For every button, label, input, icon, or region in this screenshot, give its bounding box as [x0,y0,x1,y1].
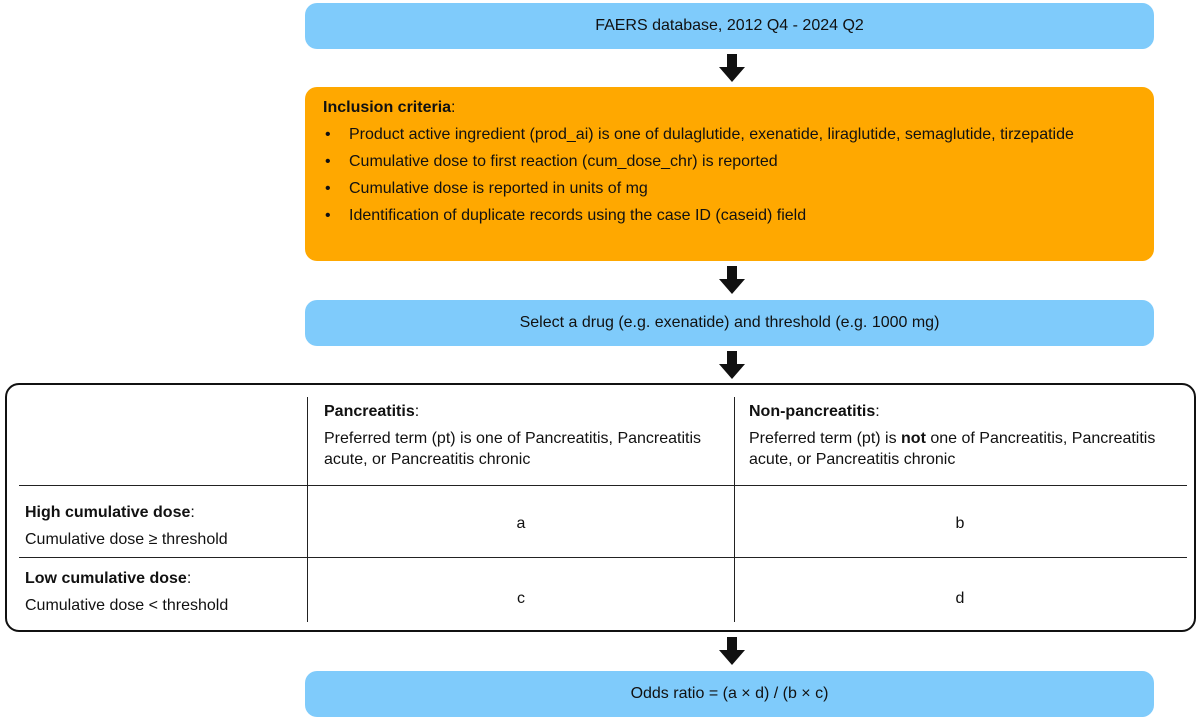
inclusion-criteria-item: Cumulative dose to first reaction (cum_d… [323,152,1136,171]
odds-ratio-box: Odds ratio = (a × d) / (b × c) [305,671,1154,717]
header-non-pancreatitis: Non-pancreatitis: Preferred term (pt) is… [749,401,1179,470]
odds-ratio-text: Odds ratio = (a × d) / (b × c) [630,685,829,702]
inclusion-criteria-item: Cumulative dose is reported in units of … [323,179,1136,198]
arrow-down-icon [719,351,745,379]
header-non-pancreatitis-desc: Preferred term (pt) is not one of Pancre… [749,430,1156,468]
cell-c: c [517,590,525,607]
inclusion-criteria-item: Identification of duplicate records usin… [323,206,1136,225]
faers-database-box: FAERS database, 2012 Q4 - 2024 Q2 [305,3,1154,49]
arrow-down-icon [719,266,745,294]
select-drug-box: Select a drug (e.g. exenatide) and thres… [305,300,1154,346]
select-drug-text: Select a drug (e.g. exenatide) and thres… [519,314,940,331]
contingency-table: Pancreatitis: Preferred term (pt) is one… [5,383,1196,632]
cell-a: a [516,515,526,532]
arrow-down-icon [719,54,745,82]
inclusion-criteria-list: Product active ingredient (prod_ai) is o… [323,125,1136,225]
inclusion-criteria-box: Inclusion criteria: Product active ingre… [305,87,1154,261]
row-high-cumulative-dose: High cumulative dose: Cumulative dose ≥ … [25,504,228,548]
table-divider [734,397,735,622]
inclusion-criteria-heading: Inclusion criteria: [323,99,456,116]
table-divider [307,397,308,622]
faers-database-text: FAERS database, 2012 Q4 - 2024 Q2 [595,17,864,34]
table-divider [19,485,1187,486]
cell-b: b [955,515,965,532]
header-pancreatitis: Pancreatitis: Preferred term (pt) is one… [324,401,724,470]
arrow-down-icon [719,637,745,665]
header-pancreatitis-desc: Preferred term (pt) is one of Pancreatit… [324,430,702,468]
cell-d: d [955,590,965,607]
table-divider [19,557,1187,558]
inclusion-criteria-item: Product active ingredient (prod_ai) is o… [323,125,1136,144]
row-low-cumulative-dose: Low cumulative dose: Cumulative dose < t… [25,570,229,614]
